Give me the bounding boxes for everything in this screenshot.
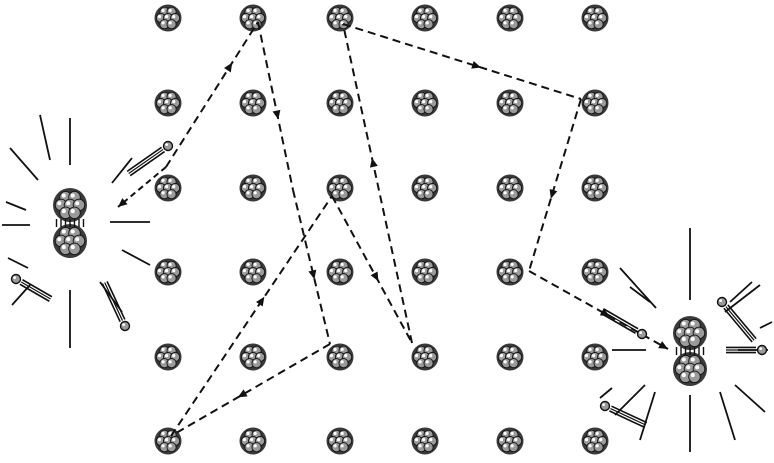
nucleus-icon xyxy=(327,344,354,371)
radiation-ray xyxy=(760,322,772,328)
neutron-icon xyxy=(601,309,647,339)
nucleus-icon xyxy=(582,90,609,117)
nucleus-icon xyxy=(412,259,439,286)
neutron-path-segment xyxy=(343,24,581,99)
nucleus-icon xyxy=(240,5,267,32)
direction-arrowhead xyxy=(224,63,232,73)
direction-arrowhead xyxy=(308,270,316,280)
nucleus-icon xyxy=(497,5,524,32)
nucleus-fragment-top-icon xyxy=(53,188,87,222)
nucleus-icon xyxy=(412,5,439,32)
nucleus-icon xyxy=(582,5,609,32)
nucleus-icon xyxy=(327,90,354,117)
right-fission-event xyxy=(600,228,772,452)
radiation-ray xyxy=(122,250,150,265)
nucleus-icon xyxy=(582,344,609,371)
nucleus-icon xyxy=(412,428,439,455)
nucleus-icon xyxy=(497,175,524,202)
nucleus-fragment-top-icon xyxy=(673,316,707,350)
neutron-path-segment xyxy=(343,24,412,343)
nucleus-icon xyxy=(240,90,267,117)
nucleus-icon xyxy=(240,259,267,286)
splitting-nucleus-icon xyxy=(673,316,707,386)
radiation-ray xyxy=(720,392,735,440)
nucleus-lattice xyxy=(155,5,609,455)
neutron-icon xyxy=(718,298,757,342)
direction-arrowhead xyxy=(370,158,378,168)
nucleus-icon xyxy=(155,90,182,117)
direction-arrowhead xyxy=(550,189,558,199)
nucleus-icon xyxy=(327,5,354,32)
nucleus-icon xyxy=(497,428,524,455)
radiation-ray xyxy=(600,388,612,398)
neutron-icon xyxy=(12,275,52,302)
nucleus-icon xyxy=(497,259,524,286)
direction-arrowhead xyxy=(273,110,281,120)
nucleus-icon xyxy=(412,90,439,117)
nucleus-icon xyxy=(582,175,609,202)
radiation-ray xyxy=(640,392,655,440)
nucleus-icon xyxy=(240,428,267,455)
nucleus-icon xyxy=(155,259,182,286)
neutron-path-segment xyxy=(293,190,330,344)
nucleus-icon xyxy=(412,175,439,202)
nucleus-icon xyxy=(497,344,524,371)
nucleus-icon xyxy=(155,175,182,202)
direction-arrowhead xyxy=(256,297,264,307)
radiation-ray xyxy=(6,202,26,210)
nucleus-fragment-bottom-icon xyxy=(673,352,707,386)
radiation-ray xyxy=(8,258,28,268)
nucleus-icon xyxy=(240,175,267,202)
splitting-nucleus-icon xyxy=(53,188,87,258)
neutron-icon xyxy=(127,142,172,176)
neutron-icon xyxy=(726,346,767,355)
nucleus-icon xyxy=(582,259,609,286)
nucleus-icon xyxy=(497,90,524,117)
nucleus-icon xyxy=(155,344,182,371)
left-fission-event xyxy=(2,115,173,348)
neutron-path-segment xyxy=(171,196,332,436)
nucleus-icon xyxy=(582,428,609,455)
direction-arrowhead xyxy=(471,61,481,69)
radiation-ray xyxy=(620,268,656,308)
radiation-ray xyxy=(10,148,38,180)
neutron-path xyxy=(118,22,668,436)
nucleus-icon xyxy=(327,428,354,455)
nucleus-icon xyxy=(327,259,354,286)
nucleus-icon xyxy=(240,344,267,371)
radiation-ray xyxy=(40,115,50,160)
nucleus-icon xyxy=(412,344,439,371)
neutron-path-segment xyxy=(529,99,581,271)
nucleus-icon xyxy=(155,5,182,32)
neutron-icon xyxy=(102,281,129,330)
direction-arrowhead xyxy=(371,271,379,281)
nucleus-fragment-bottom-icon xyxy=(53,224,87,258)
radiation-ray xyxy=(735,385,765,412)
